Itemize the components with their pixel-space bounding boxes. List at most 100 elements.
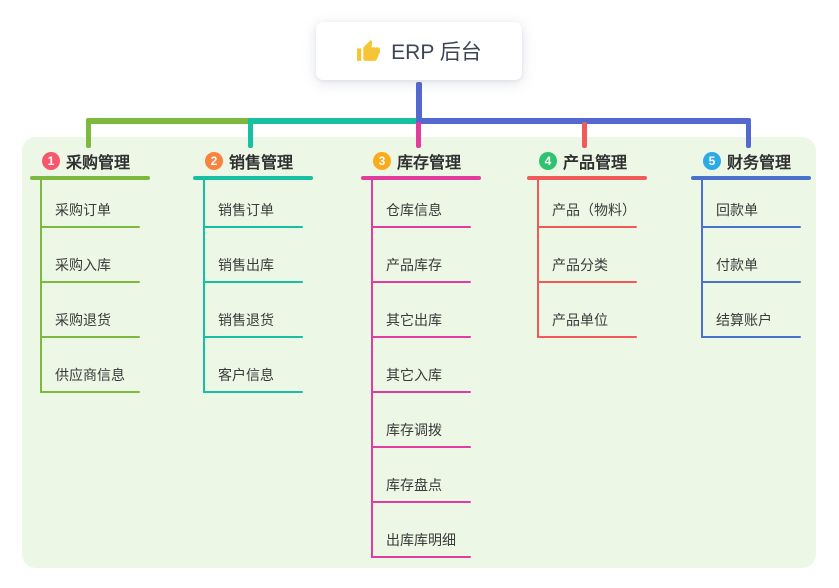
branch-number-badge: 5 [703, 152, 721, 170]
child-node[interactable]: 采购退货 [30, 283, 142, 338]
branch-label: 产品管理 [563, 155, 628, 172]
child-underline [203, 226, 303, 228]
child-label: 客户信息 [218, 367, 274, 383]
child-node[interactable]: 其它出库 [361, 283, 473, 338]
child-underline [701, 226, 801, 228]
branch-spine [537, 178, 539, 338]
child-label: 供应商信息 [55, 367, 125, 383]
child-underline [371, 556, 471, 558]
branch-label: 库存管理 [397, 155, 462, 172]
connector-drop-finance [746, 122, 751, 148]
child-label: 结算账户 [716, 312, 772, 328]
child-label: 仓库信息 [386, 202, 442, 218]
branch-label: 销售管理 [229, 155, 294, 172]
connector-stem [416, 82, 422, 121]
child-underline [40, 226, 140, 228]
child-node[interactable]: 库存调拨 [361, 393, 473, 448]
child-underline [203, 391, 303, 393]
child-underline [40, 281, 140, 283]
child-label: 采购订单 [55, 202, 111, 218]
child-node[interactable]: 销售退货 [193, 283, 305, 338]
child-label: 销售订单 [218, 202, 274, 218]
branch-spine [40, 178, 42, 393]
connector-horizontal-right [416, 118, 751, 124]
child-label: 其它入库 [386, 367, 442, 383]
child-label: 销售退货 [218, 312, 274, 328]
branch-number-badge: 2 [205, 152, 223, 170]
child-label: 库存调拨 [386, 422, 442, 438]
branch-title-sales[interactable]: 2 销售管理 [193, 149, 293, 173]
branch-children: 回款单 付款单 结算账户 [691, 173, 803, 338]
child-underline [203, 336, 303, 338]
branch-spine [371, 178, 373, 558]
branch-product: 4 产品管理 产品（物料） 产品分类 产品单位 [527, 137, 649, 338]
branch-children: 销售订单 销售出库 销售退货 客户信息 [193, 173, 305, 393]
connector-drop-sales [248, 122, 253, 148]
branch-inventory: 3 库存管理 仓库信息 产品库存 其它出库 其它入库 库存调拨 [361, 137, 483, 558]
child-node[interactable]: 采购订单 [30, 173, 142, 228]
child-underline [371, 336, 471, 338]
child-underline [40, 391, 140, 393]
child-label: 产品单位 [552, 312, 608, 328]
root-node[interactable]: ERP 后台 [316, 22, 522, 80]
child-node[interactable]: 产品库存 [361, 228, 473, 283]
branch-title-finance[interactable]: 5 财务管理 [691, 149, 791, 173]
child-underline [371, 501, 471, 503]
child-label: 产品分类 [552, 257, 608, 273]
child-node[interactable]: 采购入库 [30, 228, 142, 283]
child-node[interactable]: 销售出库 [193, 228, 305, 283]
branch-underline [361, 176, 481, 180]
child-underline [371, 391, 471, 393]
child-underline [701, 281, 801, 283]
child-node[interactable]: 出库库明细 [361, 503, 473, 558]
child-node[interactable]: 供应商信息 [30, 338, 142, 393]
branch-spine [203, 178, 205, 393]
child-underline [537, 226, 637, 228]
child-node[interactable]: 销售订单 [193, 173, 305, 228]
connector-drop-inventory [416, 122, 421, 148]
child-underline [40, 336, 140, 338]
child-node[interactable]: 其它入库 [361, 338, 473, 393]
child-node[interactable]: 回款单 [691, 173, 803, 228]
branch-underline [691, 176, 811, 180]
branch-number-badge: 1 [42, 152, 60, 170]
child-node[interactable]: 产品单位 [527, 283, 639, 338]
child-label: 其它出库 [386, 312, 442, 328]
thumbs-up-icon [356, 39, 381, 64]
child-underline [371, 281, 471, 283]
branch-label: 财务管理 [727, 155, 792, 172]
branch-label: 采购管理 [66, 155, 131, 172]
branch-sales: 2 销售管理 销售订单 销售出库 销售退货 客户信息 [193, 137, 315, 393]
branch-children: 仓库信息 产品库存 其它出库 其它入库 库存调拨 库存盘点 [361, 173, 473, 558]
child-node[interactable]: 客户信息 [193, 338, 305, 393]
root-title: ERP 后台 [391, 41, 482, 64]
child-label: 付款单 [716, 257, 758, 273]
branch-finance: 5 财务管理 回款单 付款单 结算账户 [691, 137, 813, 338]
branch-title-procurement[interactable]: 1 采购管理 [30, 149, 130, 173]
branches-panel [22, 137, 816, 568]
child-label: 出库库明细 [386, 532, 456, 548]
child-label: 产品（物料） [552, 202, 636, 218]
child-node[interactable]: 产品分类 [527, 228, 639, 283]
branch-children: 采购订单 采购入库 采购退货 供应商信息 [30, 173, 142, 393]
branch-title-product[interactable]: 4 产品管理 [527, 149, 627, 173]
branch-spine [701, 178, 703, 338]
connector-drop-product [582, 122, 587, 148]
child-underline [701, 336, 801, 338]
connector-drop-procurement [86, 122, 91, 148]
child-underline [371, 226, 471, 228]
child-node[interactable]: 结算账户 [691, 283, 803, 338]
connector-horizontal-mid [248, 118, 418, 124]
child-node[interactable]: 付款单 [691, 228, 803, 283]
branch-title-inventory[interactable]: 3 库存管理 [361, 149, 461, 173]
child-node[interactable]: 产品（物料） [527, 173, 639, 228]
child-node[interactable]: 仓库信息 [361, 173, 473, 228]
child-node[interactable]: 库存盘点 [361, 448, 473, 503]
child-label: 采购退货 [55, 312, 111, 328]
child-label: 回款单 [716, 202, 758, 218]
branch-underline [30, 176, 150, 180]
child-label: 销售出库 [218, 257, 274, 273]
connector-horizontal-left [86, 118, 252, 124]
child-underline [371, 446, 471, 448]
